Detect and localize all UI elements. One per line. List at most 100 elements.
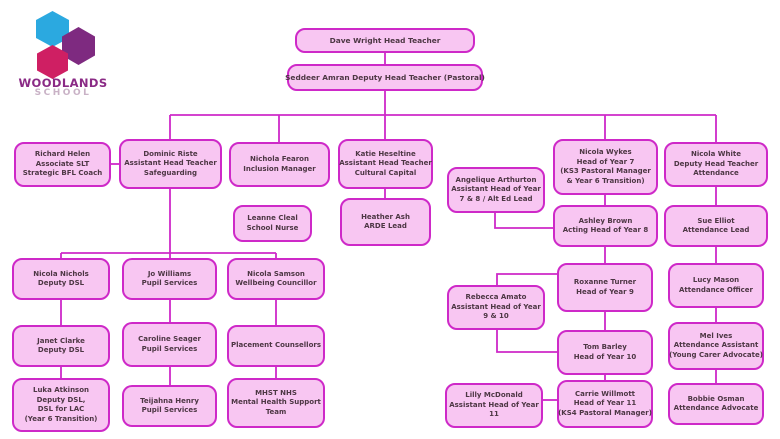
org-box-text: Deputy DSL xyxy=(37,346,85,354)
org-box-text: Mel Ives xyxy=(699,331,733,340)
org-box-text: Dominic Riste xyxy=(143,149,198,158)
org-box-text: Sue Elliot xyxy=(697,216,735,225)
org-box-text: School Nurse xyxy=(246,223,299,232)
org-box-text: Attendance Officer xyxy=(679,285,753,294)
org-box-text: Assistant Head of Year xyxy=(451,185,541,194)
org-box-text: Deputy DSL, xyxy=(36,395,86,404)
org-box-text: Safeguarding xyxy=(143,168,198,177)
org-box-text: MHST NHS xyxy=(255,388,297,397)
org-box-text: DSL for LAC xyxy=(37,405,85,413)
org-box-text: Strategic BFL Coach xyxy=(22,169,103,178)
org-box-text: Cultural Capital xyxy=(354,168,417,177)
org-box-text: Heather Ash xyxy=(361,212,410,221)
org-box-text: Team xyxy=(265,407,287,416)
org-box-text: Dave Wright Head Teacher xyxy=(329,35,441,45)
org-box-seddeer-amran: Seddeer Amran Deputy Head Teacher (Pasto… xyxy=(285,64,485,91)
org-box-text: (KS4 Pastoral Manager) xyxy=(558,408,652,417)
org-box-text: Assistant Head Teacher xyxy=(339,159,432,168)
org-box-text: (KS3 Pastoral Manager xyxy=(560,167,651,175)
org-box-text: Head of Year 11 xyxy=(573,399,637,408)
org-box-text: Roxanne Turner xyxy=(573,278,637,286)
org-box-text: 11 xyxy=(489,410,499,419)
org-box-text: (Year 6 Transition) xyxy=(24,414,98,423)
org-box-text: Deputy DSL xyxy=(37,279,85,287)
org-box-text: Teijahna Henry xyxy=(140,396,199,405)
org-box-text: Carrie Willmott xyxy=(574,389,636,398)
org-box-text: Assistant Head of Year xyxy=(449,400,539,409)
org-box-text: Deputy Head Teacher xyxy=(673,159,759,168)
logo-title: WOODLANDS xyxy=(18,76,108,90)
org-box-text: Lilly McDonald xyxy=(465,391,523,400)
org-box-text: Head of Year 10 xyxy=(573,352,637,361)
school-logo: WOODLANDS SCHOOL xyxy=(0,0,130,110)
org-box-text: Nichola Fearon xyxy=(250,155,309,163)
org-box-text: Bobbie Osman xyxy=(687,394,745,403)
connector xyxy=(494,213,553,229)
org-box-text: Seddeer Amran Deputy Head Teacher (Pasto… xyxy=(285,72,485,82)
org-box-text: 9 & 10 xyxy=(483,312,509,321)
org-box-text: Tom Barley xyxy=(583,343,627,351)
org-box-text: Pupil Services xyxy=(141,406,198,414)
org-box-text: Katie Heseltine xyxy=(355,149,416,158)
org-box-text: Nicola Wykes xyxy=(579,148,632,156)
connector xyxy=(496,330,557,353)
org-box-text: & Year 6 Transition) xyxy=(566,176,645,185)
org-box-dave-wright: Dave Wright Head Teacher xyxy=(295,28,475,53)
org-box-text: Inclusion Manager xyxy=(243,164,316,173)
org-box-text: Head of Year 9 xyxy=(576,287,634,296)
org-box-text: Attendance xyxy=(693,169,739,178)
org-box-text: Angelique Arthurton xyxy=(455,175,537,184)
org-box-text: Placement Counsellors xyxy=(230,341,321,350)
org-box-text: Assistant Head Teacher xyxy=(124,159,217,168)
org-box-text: Head of Year 7 xyxy=(576,157,635,166)
org-box-text: Associate SLT xyxy=(35,159,90,168)
org-box-text: Caroline Seager xyxy=(138,335,201,343)
org-box-text: 7 & 8 / Alt Ed Lead xyxy=(459,194,533,203)
org-box-text: Jo Williams xyxy=(147,269,192,278)
org-box-placement-counsellors: Placement Counsellors xyxy=(227,325,325,367)
org-box-text: Nicola White xyxy=(691,150,741,159)
org-box-text: Leanne Cleal xyxy=(247,214,298,222)
org-box-text: Mental Health Support xyxy=(231,398,321,407)
org-box-text: Acting Head of Year 8 xyxy=(562,226,649,234)
org-box-text: Lucy Mason xyxy=(692,276,740,284)
connector xyxy=(496,273,557,285)
logo-subtitle: SCHOOL xyxy=(34,88,92,98)
org-box-text: Pupil Services xyxy=(141,279,198,287)
org-box-text: Attendance Assistant xyxy=(673,341,759,350)
org-box-text: Attendance Advocate xyxy=(673,404,759,412)
org-box-text: Nicola Nichols xyxy=(33,269,89,278)
org-box-text: Attendance Lead xyxy=(682,226,750,234)
org-box-text: Assistant Head of Year xyxy=(451,302,541,311)
org-box-text: Wellbeing Councillor xyxy=(235,279,317,287)
org-box-text: (Young Carer Advocate) xyxy=(669,350,763,359)
org-box-text: Pupil Services xyxy=(141,344,198,353)
